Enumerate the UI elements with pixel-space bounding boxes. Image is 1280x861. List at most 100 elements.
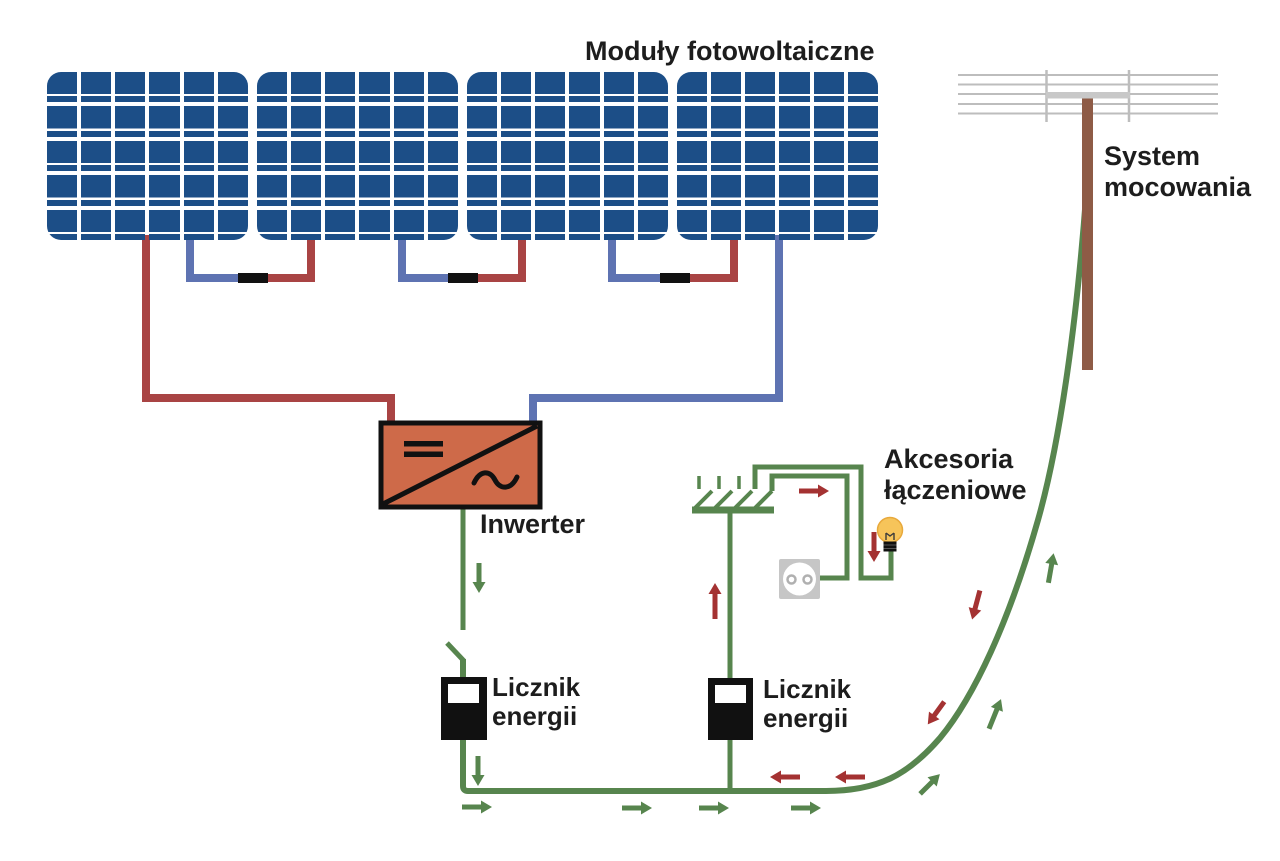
pole-crossarm	[1046, 92, 1130, 99]
pv-cell	[603, 175, 634, 206]
pv-cell	[847, 175, 878, 206]
pv-cell	[427, 175, 458, 206]
flow-arrow-green	[472, 563, 486, 593]
label-line: energii	[763, 703, 849, 733]
socket-face	[783, 562, 816, 596]
pv-cell	[535, 209, 566, 240]
pv-cell	[183, 106, 214, 137]
pv-cell	[779, 175, 810, 206]
pv-cell	[291, 140, 322, 172]
pv-cell	[115, 209, 146, 240]
pv-module	[47, 72, 248, 240]
pv-module	[257, 72, 458, 240]
pv-cell	[257, 106, 288, 137]
pole-mast	[1082, 96, 1093, 370]
pv-cell	[535, 106, 566, 137]
pv-cell	[81, 106, 112, 137]
pv-cell	[711, 175, 742, 206]
dc-wire-blue-main	[529, 235, 783, 424]
ac-wire-grid-feed	[460, 196, 1089, 794]
pv-cell	[847, 209, 878, 240]
pv-cell	[569, 209, 600, 240]
pv-cell	[637, 72, 668, 103]
flow-arrow-green	[986, 699, 1003, 730]
flow-arrow-red	[968, 589, 983, 620]
pv-cell	[467, 175, 498, 206]
flow-arrow-green	[462, 800, 492, 814]
pv-cell	[291, 175, 322, 206]
pv-array	[47, 72, 878, 240]
pv-cell	[847, 106, 878, 137]
pv-cell	[149, 140, 180, 172]
pv-cell	[535, 140, 566, 172]
pv-cell	[779, 140, 810, 172]
pv-cell	[711, 140, 742, 172]
pv-cell	[291, 106, 322, 137]
pv-cell	[847, 140, 878, 172]
pv-cell	[81, 140, 112, 172]
bulb-glass	[876, 516, 904, 544]
pv-cell	[501, 140, 532, 172]
pv-cell	[569, 106, 600, 137]
pv-cell	[745, 140, 776, 172]
pv-cell	[711, 209, 742, 240]
pv-cell	[677, 140, 708, 172]
pv-cell	[115, 175, 146, 206]
label-inverter: Inwerter	[480, 509, 586, 539]
pv-cell	[217, 175, 248, 206]
pv-cell	[535, 72, 566, 103]
pv-cell	[393, 106, 424, 137]
dc-symbol	[404, 441, 443, 447]
pv-cell	[359, 72, 390, 103]
pv-cell	[427, 72, 458, 103]
meter-display	[715, 685, 746, 703]
flow-arrow-green	[699, 801, 729, 815]
socket-hole	[786, 574, 797, 585]
dc-wire-red-main	[142, 235, 395, 424]
pv-cell	[637, 140, 668, 172]
pv-cell	[745, 209, 776, 240]
energy-meter-left	[441, 677, 487, 740]
pv-cell	[813, 209, 844, 240]
pv-cell	[47, 175, 78, 206]
pv-cell	[115, 106, 146, 137]
socket-hole	[802, 574, 813, 585]
pv-cell	[745, 72, 776, 103]
pv-cell	[603, 72, 634, 103]
pv-cell	[149, 106, 180, 137]
ac-circuit	[445, 196, 1089, 794]
pv-cell	[183, 72, 214, 103]
pv-cell	[779, 209, 810, 240]
pv-cell	[569, 175, 600, 206]
string-wiring	[142, 235, 783, 424]
pv-cell	[637, 175, 668, 206]
pv-cell	[779, 72, 810, 103]
ac-symbol	[471, 470, 520, 490]
pv-cell	[183, 175, 214, 206]
label-line: Licznik	[763, 674, 852, 704]
flow-arrow-red	[799, 484, 829, 498]
pv-cell	[47, 106, 78, 137]
pv-cell	[359, 106, 390, 137]
breaker-panel	[692, 464, 894, 581]
label-line: łączeniowe	[884, 475, 1027, 506]
pv-module	[677, 72, 878, 240]
dc-jumper-red	[688, 235, 738, 282]
pv-cell	[603, 140, 634, 172]
pv-cell	[183, 209, 214, 240]
flow-arrow-red	[867, 532, 881, 562]
label-line: System	[1104, 141, 1201, 171]
pv-cell	[779, 106, 810, 137]
pv-cell	[427, 140, 458, 172]
pv-cell	[467, 106, 498, 137]
inverter	[378, 420, 543, 510]
pv-cell	[637, 209, 668, 240]
flow-arrow-green	[1045, 553, 1059, 584]
pv-cell	[393, 209, 424, 240]
breaker-blade	[753, 489, 774, 510]
dc-jumper-blue	[608, 235, 662, 282]
pv-cell	[257, 140, 288, 172]
